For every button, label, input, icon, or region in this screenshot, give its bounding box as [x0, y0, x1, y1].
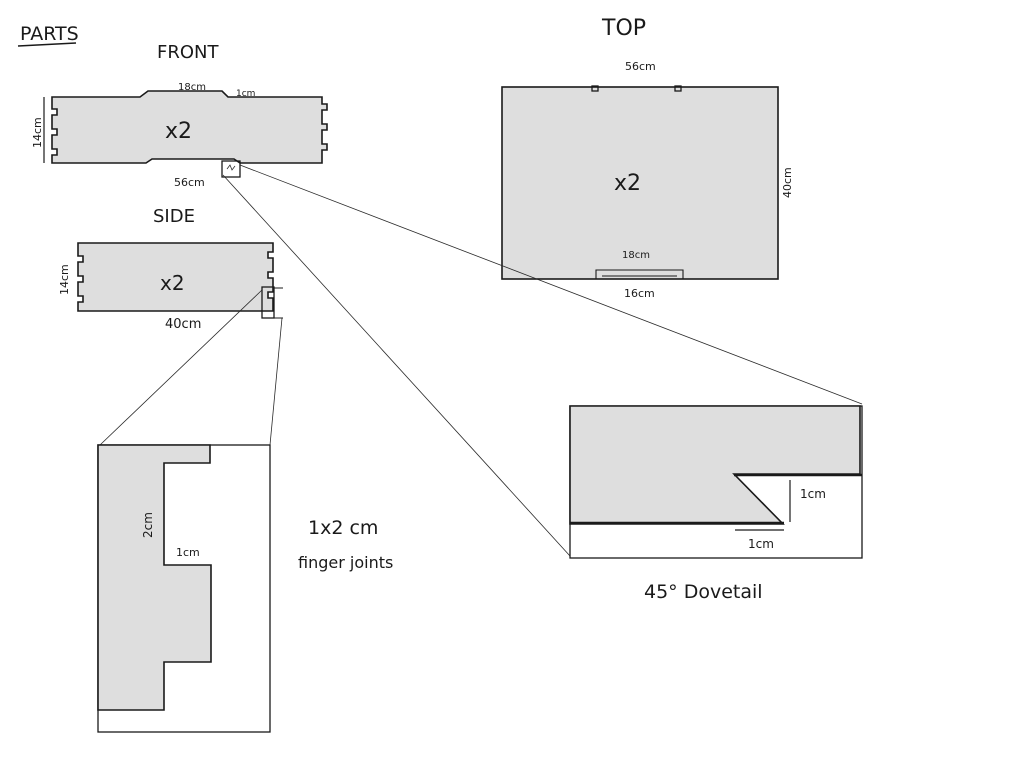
top-slot-inner: 16cm	[624, 287, 655, 300]
front-title: FRONT	[157, 42, 219, 63]
top-width: 56cm	[625, 60, 656, 73]
side-height: 14cm	[58, 264, 71, 295]
front-dovetail-depth: 1cm	[236, 89, 255, 99]
top-slot-outer: 18cm	[622, 250, 650, 261]
side-detail-marker	[261, 286, 275, 319]
front-width: 56cm	[174, 176, 205, 189]
front-detail-marker	[221, 160, 241, 178]
top-slot-right	[674, 85, 682, 92]
top-height: 40cm	[781, 167, 794, 198]
front-dovetail-width: 18cm	[178, 82, 206, 93]
side-qty: x2	[160, 271, 185, 295]
side-board	[77, 242, 274, 312]
side-width: 40cm	[165, 317, 201, 332]
dovetail-leader-bottom	[222, 174, 571, 557]
top-title: TOP	[601, 16, 646, 41]
top-slot-left	[591, 85, 599, 92]
front-qty: x2	[165, 119, 192, 144]
finger-leader-right	[269, 317, 283, 446]
parts-heading: PARTS	[20, 23, 79, 45]
front-height: 14cm	[31, 117, 44, 148]
dovetail-profile	[569, 405, 861, 525]
finger-depth-label: 1cm	[176, 546, 200, 559]
finger-joint-profile	[97, 444, 212, 711]
dovetail-width-label: 1cm	[748, 537, 774, 551]
finger-caption-line2: finger joints	[298, 553, 393, 572]
parts-heading-underline	[17, 42, 77, 47]
dovetail-leader-top	[239, 164, 863, 405]
finger-leader-left	[99, 289, 263, 446]
top-qty: x2	[614, 171, 641, 196]
front-detail-sketch	[226, 164, 236, 171]
top-slot-outline	[595, 269, 684, 279]
top-board	[501, 86, 779, 280]
front-board	[51, 90, 328, 164]
dovetail-depth-label: 1cm	[800, 487, 826, 501]
side-title: SIDE	[153, 206, 195, 227]
finger-height-label: 2cm	[141, 512, 155, 538]
finger-caption-line1: 1x2 cm	[308, 517, 378, 539]
dovetail-caption: 45° Dovetail	[644, 581, 763, 603]
